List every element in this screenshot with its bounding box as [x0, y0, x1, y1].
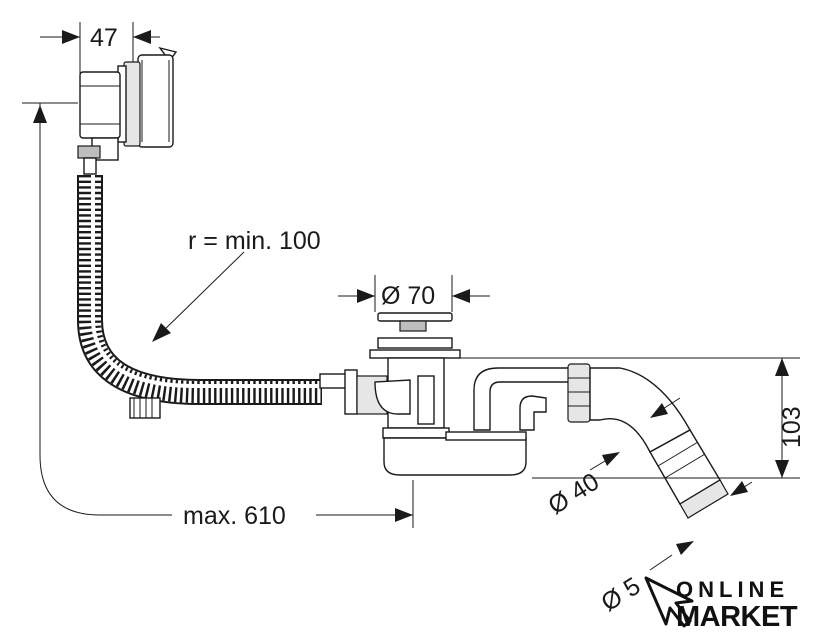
logo-line1: ONLINE: [676, 577, 789, 602]
dimension-47-label: 47: [90, 24, 118, 52]
waste-body: [319, 312, 527, 476]
overflow-head: [77, 46, 178, 175]
dimension-plug-diameter: Ø 70: [338, 275, 490, 312]
dimension-103: 103: [460, 357, 806, 479]
dimension-47: 47: [40, 22, 160, 95]
online-market-logo: ONLINE MARKET: [644, 576, 798, 633]
corrugated-hose: [77, 175, 322, 419]
logo-line2: MARKET: [676, 601, 798, 633]
outlet-40-label: Ø 40: [543, 468, 604, 520]
max-length-label: max. 610: [183, 502, 286, 530]
trap-outlet: [473, 363, 729, 519]
height-103-label: 103: [778, 406, 806, 448]
bend-radius-label: r = min. 100: [188, 227, 321, 255]
plug-diameter-label: Ø 70: [381, 282, 435, 310]
outlet-50-label: Ø 5: [596, 572, 645, 617]
dimension-bend-radius: r = min. 100: [152, 227, 321, 342]
dimension-max-610: max. 610: [22, 102, 414, 530]
cursor-icon: [644, 576, 694, 628]
